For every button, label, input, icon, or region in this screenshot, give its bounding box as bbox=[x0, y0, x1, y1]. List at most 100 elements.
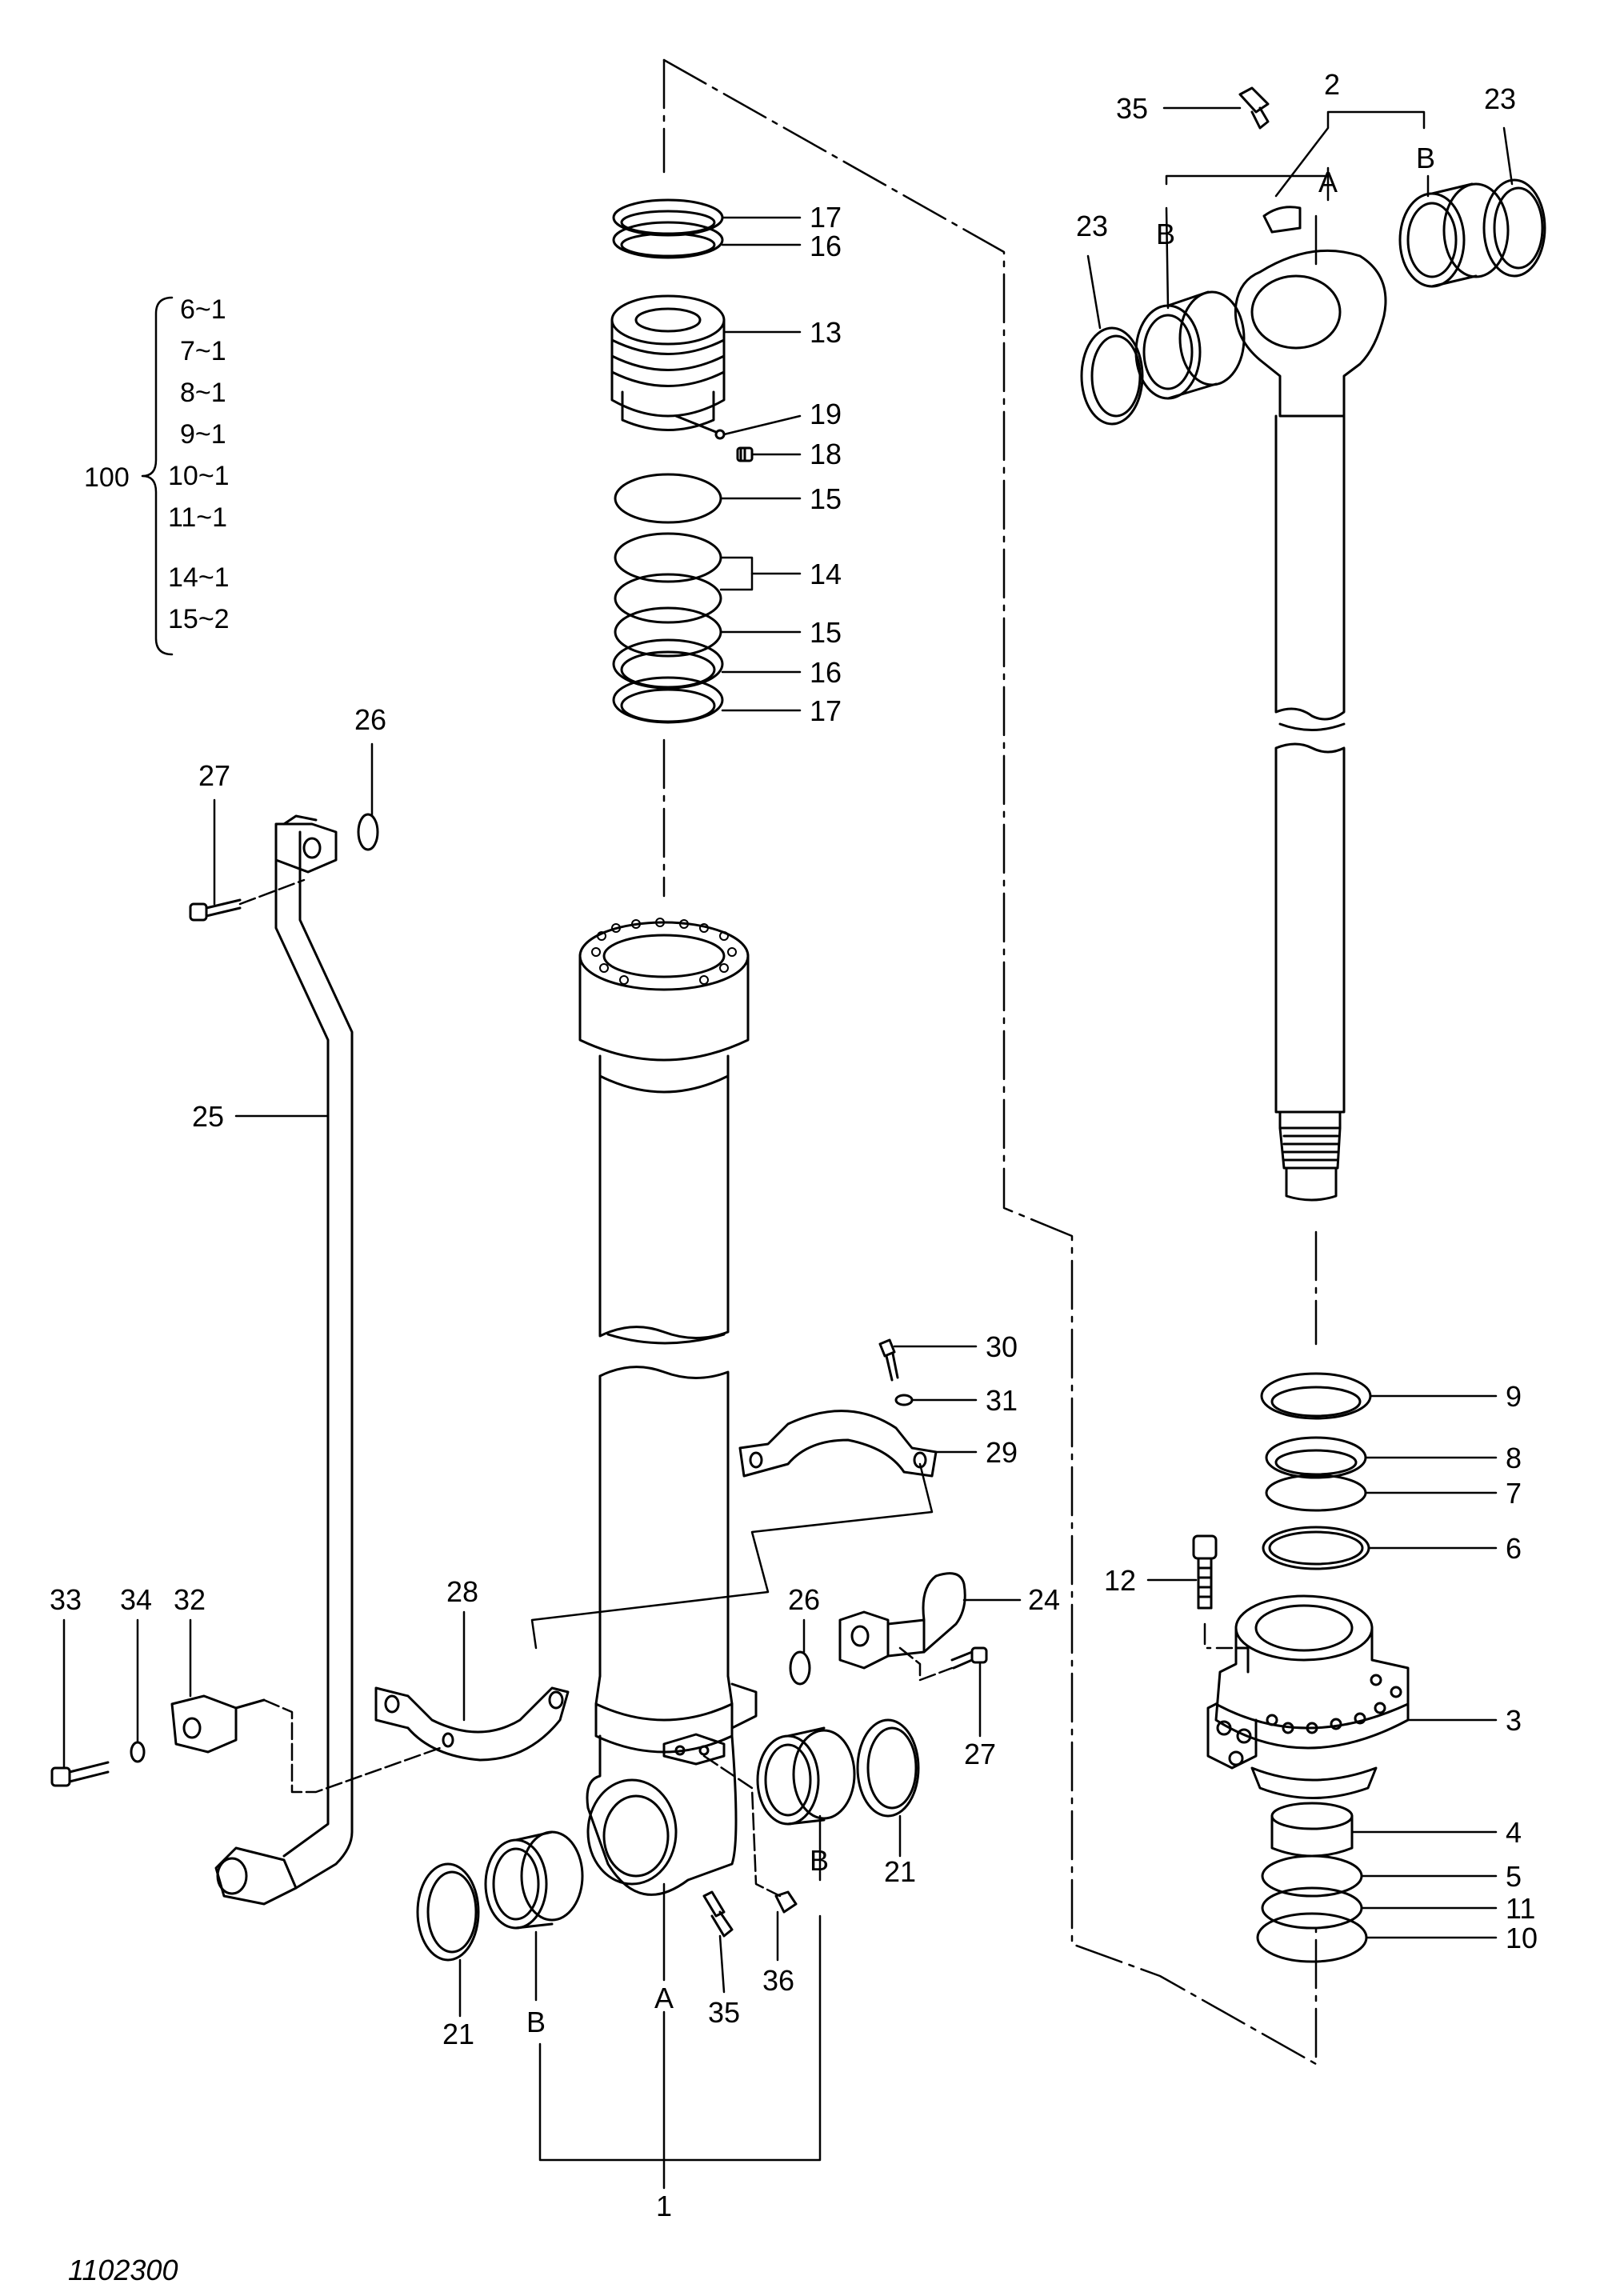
seal-6 bbox=[1262, 1526, 1370, 1570]
seal-8 bbox=[1265, 1436, 1367, 1479]
callout-7: 7 bbox=[1506, 1477, 1522, 1510]
callout-11: 11 bbox=[1506, 1892, 1535, 1925]
tube-head-bolt-holes bbox=[591, 918, 737, 985]
callout-21-right: 21 bbox=[884, 1855, 916, 1888]
kit-item: 14~1 bbox=[168, 562, 230, 593]
callout-15-bottom: 15 bbox=[810, 616, 842, 649]
callout-34: 34 bbox=[120, 1583, 152, 1616]
callout-16-top: 16 bbox=[810, 230, 842, 262]
callout-27-top: 27 bbox=[198, 759, 230, 792]
seal-9 bbox=[1260, 1372, 1372, 1420]
callout-35-bottom: 35 bbox=[708, 1996, 740, 2029]
cylinder-tube-1 bbox=[578, 921, 758, 1896]
bolt-33 bbox=[50, 1761, 110, 1787]
callout-16-bottom: 16 bbox=[810, 656, 842, 689]
callout-19: 19 bbox=[810, 398, 842, 430]
callout-14: 14 bbox=[810, 558, 842, 590]
pipe-25 bbox=[214, 814, 354, 1906]
callout-labels: 17 16 13 19 18 15 14 15 16 17 35 2 A B B… bbox=[50, 68, 1538, 2222]
drawing-number: 1102300 bbox=[68, 2254, 178, 2286]
assembly-guide-lines bbox=[662, 58, 1318, 2066]
callout-8: 8 bbox=[1506, 1442, 1522, 1474]
bushing-b-rod-left bbox=[1134, 290, 1246, 400]
bushing-b-left bbox=[484, 1830, 584, 1930]
clamp-guide-lines bbox=[530, 1462, 934, 1650]
bolt-30 bbox=[878, 1338, 899, 1382]
bolt-27-mid bbox=[950, 1646, 988, 1670]
kit-item: 10~1 bbox=[168, 461, 230, 491]
leader-lines bbox=[62, 106, 1514, 2190]
callout-31: 31 bbox=[986, 1384, 1018, 1417]
o-ring-26-mid bbox=[789, 1650, 811, 1686]
block-32-guide bbox=[262, 1698, 442, 1794]
dust-seal-21-left bbox=[416, 1862, 480, 1962]
bolt-12-guide bbox=[1203, 1622, 1234, 1650]
callout-27-mid: 27 bbox=[964, 1738, 996, 1770]
dust-seal-23-right bbox=[1482, 178, 1546, 278]
callout-26-mid: 26 bbox=[788, 1583, 820, 1616]
callout-b-top-left: B bbox=[1156, 218, 1175, 250]
kit-item: 9~1 bbox=[180, 419, 226, 450]
callout-2: 2 bbox=[1324, 68, 1340, 101]
wear-ring-17-top bbox=[612, 198, 724, 259]
o-ring-15-bottom bbox=[614, 606, 722, 658]
grease-fitting-35-bottom bbox=[702, 1890, 734, 1938]
ring-10 bbox=[1256, 1912, 1368, 1963]
ball-19 bbox=[714, 429, 726, 440]
dust-seal-21-right bbox=[856, 1718, 920, 1818]
o-ring-26-top bbox=[357, 813, 379, 851]
callout-33: 33 bbox=[50, 1583, 82, 1616]
callout-9: 9 bbox=[1506, 1380, 1522, 1413]
callout-24: 24 bbox=[1028, 1583, 1060, 1616]
piston-rod-2 bbox=[1234, 206, 1387, 1202]
ring-5 bbox=[1261, 1854, 1363, 1898]
kit-label: 100 bbox=[84, 462, 130, 493]
callout-30: 30 bbox=[986, 1330, 1018, 1363]
callout-b-bottom-left: B bbox=[526, 2006, 546, 2038]
plug-36-guide bbox=[702, 1754, 782, 1898]
bolt-27-mid-guide bbox=[898, 1646, 954, 1682]
callout-23-left: 23 bbox=[1076, 210, 1108, 242]
callout-17-top: 17 bbox=[810, 201, 842, 234]
callout-1: 1 bbox=[656, 2190, 672, 2222]
kit-item: 15~2 bbox=[168, 604, 230, 634]
ring-11 bbox=[1261, 1886, 1363, 1930]
callout-21-left: 21 bbox=[442, 2018, 474, 2050]
dust-seal-23-left bbox=[1080, 326, 1144, 426]
callout-10: 10 bbox=[1506, 1922, 1538, 1954]
wear-ring-17-bottom bbox=[612, 676, 724, 724]
block-32 bbox=[170, 1694, 266, 1754]
callout-17-bottom: 17 bbox=[810, 694, 842, 727]
callout-b-top-right: B bbox=[1416, 142, 1435, 174]
grease-fitting-35-top bbox=[1238, 86, 1270, 130]
bushing-b-rod-right bbox=[1398, 182, 1510, 288]
kit-item: 8~1 bbox=[180, 378, 226, 408]
callout-6: 6 bbox=[1506, 1532, 1522, 1565]
callout-12: 12 bbox=[1104, 1564, 1136, 1597]
callout-35-top: 35 bbox=[1116, 92, 1148, 125]
kit-list: 100 6~1 7~1 8~1 9~1 10~1 11~1 14~1 15~2 bbox=[84, 294, 230, 634]
callout-4: 4 bbox=[1506, 1816, 1522, 1849]
kit-item: 11~1 bbox=[168, 502, 227, 533]
kit-item: 6~1 bbox=[180, 294, 226, 325]
clamp-29 bbox=[738, 1410, 938, 1478]
wear-ring-16-bottom bbox=[612, 638, 724, 690]
callout-26-top: 26 bbox=[354, 703, 386, 736]
callout-25: 25 bbox=[192, 1100, 224, 1133]
washer-34 bbox=[130, 1741, 146, 1763]
callout-5: 5 bbox=[1506, 1860, 1522, 1893]
bushing-4 bbox=[1270, 1802, 1354, 1858]
clamp-28 bbox=[374, 1686, 570, 1762]
callout-a-bottom: A bbox=[654, 1982, 674, 2014]
bolt-27-top-guide bbox=[238, 878, 306, 906]
seal-7 bbox=[1265, 1474, 1367, 1512]
cylinder-head-3 bbox=[1206, 1594, 1410, 1799]
piston-13 bbox=[610, 294, 726, 434]
callout-b-bottom-right: B bbox=[810, 1844, 829, 1877]
callout-36: 36 bbox=[762, 1964, 794, 1997]
bolt-12 bbox=[1192, 1534, 1218, 1610]
callout-3: 3 bbox=[1506, 1704, 1522, 1737]
callout-29: 29 bbox=[986, 1436, 1018, 1469]
washer-31 bbox=[894, 1394, 914, 1406]
